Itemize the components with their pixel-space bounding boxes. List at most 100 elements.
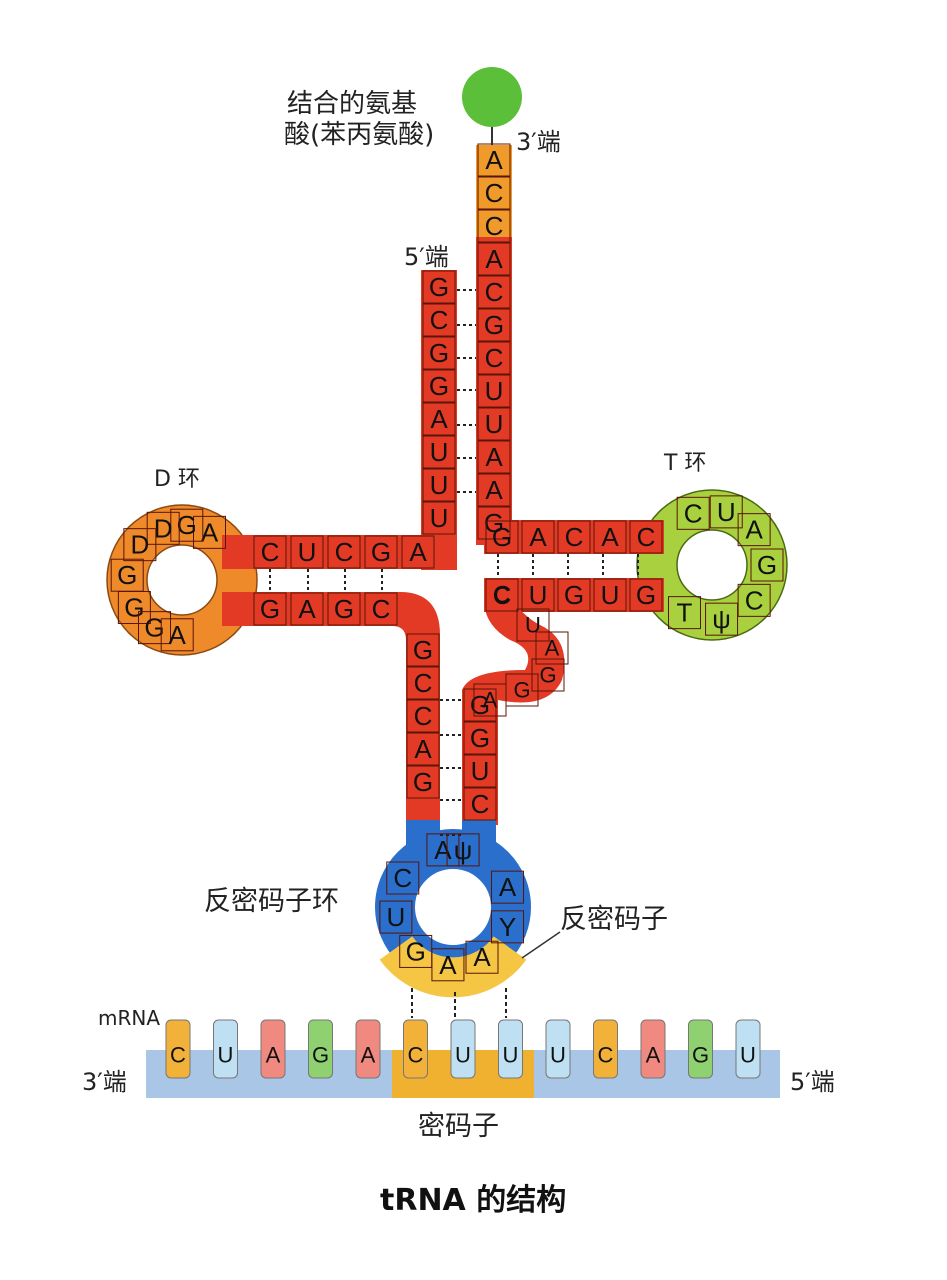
mrna-base-letter: U	[740, 1043, 756, 1068]
anticodon-stem-left-nucleotide: G	[413, 767, 433, 797]
variable-region-cell	[485, 578, 519, 612]
anticodon-stem-left-nucleotide: A	[414, 734, 432, 764]
variable-region-cell	[535, 631, 569, 665]
anticodon-loop-cell	[379, 900, 413, 934]
t-loop-cell	[737, 513, 771, 547]
d-loop-cell	[170, 508, 204, 542]
t-loop-nucleotide: ψ	[712, 604, 731, 634]
acceptor-5prime-nucleotide: U	[430, 503, 449, 533]
t-loop-ring-outline	[636, 489, 788, 641]
acceptor-5prime-nucleotide: C	[430, 305, 449, 335]
variable-region-nucleotide: A	[483, 688, 498, 713]
d-loop-nucleotide: G	[144, 613, 164, 643]
acceptor-3prime-cell	[477, 242, 511, 276]
t-stem-bottom-nucleotide: G	[636, 580, 656, 610]
acceptor-3prime-nucleotide: U	[485, 376, 504, 406]
d-loop-cell	[123, 528, 157, 562]
anticodon-stem-right-nucleotide: G	[470, 723, 490, 753]
anticodon-label: 反密码子	[560, 904, 668, 935]
mrna-five-prime-label: 5′端	[790, 1068, 835, 1096]
t-loop-cell	[709, 495, 743, 529]
t-loop-nucleotide: A	[745, 515, 763, 545]
acceptor-5prime-cell	[422, 369, 456, 403]
acceptor-5prime-nucleotide: A	[430, 404, 448, 434]
d-stem-bottom-nucleotide: A	[298, 594, 316, 624]
d-loop-nucleotide: A	[169, 620, 187, 650]
t-stem-top-cell	[557, 520, 591, 554]
acceptor-3prime-cell	[477, 143, 511, 177]
d-stem-top-strand	[222, 535, 450, 569]
t-stem-bottom-cell	[557, 578, 591, 612]
acceptor-3prime-nucleotide: G	[484, 508, 504, 538]
t-stem-bottom-cell	[593, 578, 627, 612]
anticodon-stem-base-pairs	[440, 699, 462, 836]
t-loop-cell	[705, 602, 739, 636]
d-loop-nucleotide: A	[201, 517, 219, 547]
d-loop-cell	[117, 591, 151, 624]
mrna-base-stick	[403, 1019, 428, 1079]
anticodon-stem-right-cell	[463, 721, 497, 755]
t-loop-cell	[668, 596, 701, 630]
t-stem-top-cell	[593, 520, 627, 554]
d-stem-bottom-nucleotide: C	[372, 594, 391, 624]
d-stem-bottom-cell	[327, 592, 361, 626]
d-stem-top-nucleotide: C	[261, 537, 280, 567]
acceptor-3prime-cell	[477, 209, 511, 243]
acceptor-5prime-strand	[421, 270, 457, 570]
acceptor-end-segment	[476, 145, 512, 237]
anticodon-loop-nucleotide: A	[473, 942, 491, 972]
mrna-base-stick	[688, 1019, 713, 1079]
anticodon-loop-nucleotide: C	[393, 863, 412, 893]
anticodon-loop-label: 反密码子环	[204, 886, 339, 917]
d-stem-top-cell	[401, 535, 435, 569]
anticodon-loop-cell	[426, 833, 460, 867]
t-loop-nucleotide: C	[745, 585, 764, 615]
mrna-base-stick	[355, 1019, 381, 1079]
t-loop-cell	[676, 496, 710, 530]
t-stem-top-strand	[484, 520, 664, 554]
t-loop-nucleotide: C	[684, 498, 703, 528]
mrna-base-stick	[640, 1019, 666, 1079]
acceptor-5prime-nucleotide: G	[429, 371, 449, 401]
d-loop-ring-inner-outline	[146, 544, 218, 616]
acceptor-3prime-nucleotide: A	[485, 442, 503, 472]
d-stem-bottom-cell	[364, 592, 398, 626]
d-stem-top-cell	[364, 535, 398, 569]
mrna-base-letter: A	[646, 1043, 661, 1068]
mrna-label: mRNA	[98, 1006, 160, 1030]
anticodon-loop-cell	[386, 861, 420, 895]
t-loop-label: T 环	[663, 451, 706, 476]
acceptor-3prime-cell	[477, 506, 511, 540]
t-stem-top-nucleotide: A	[601, 522, 619, 552]
acceptor-5prime-cell	[422, 270, 456, 304]
variable-region-nucleotide: G	[513, 678, 530, 703]
acceptor-3prime-nucleotide: A	[485, 145, 503, 175]
mrna-base-letter: U	[218, 1043, 234, 1068]
variable-region-nucleotide: U	[525, 613, 541, 638]
d-loop-cell	[160, 618, 194, 652]
mrna-base-letter: C	[170, 1043, 186, 1068]
t-stem-top-cell	[485, 520, 519, 554]
anticodon-stem-right-cell	[463, 688, 497, 722]
t-loop-cell	[750, 548, 784, 582]
t-stem-top-nucleotide: G	[492, 522, 512, 552]
acceptor-3prime-nucleotide: C	[485, 178, 504, 208]
variable-region-cell	[516, 608, 550, 642]
anticodon-stem-left-cell	[406, 732, 440, 766]
mrna-base-letter: G	[312, 1043, 329, 1068]
mrna-base-stick	[545, 1019, 571, 1079]
five-prime-end-label: 5′端	[404, 243, 449, 271]
d-stem-top-cell	[290, 535, 324, 569]
anticodon-loop-cell	[465, 940, 499, 974]
acceptor-3prime-nucleotide: C	[485, 343, 504, 373]
codon-anticodon-pairs	[411, 988, 507, 1018]
d-loop-ring-outline	[106, 504, 258, 656]
anticodon-stem-left-nucleotide: G	[413, 635, 433, 665]
d-stem-top-nucleotide: A	[409, 537, 427, 567]
mrna-base-stick	[593, 1019, 618, 1079]
acceptor-5prime-nucleotide: U	[430, 470, 449, 500]
mrna-base-stick	[735, 1019, 761, 1079]
mrna-base-stick	[498, 1019, 523, 1079]
acceptor-3prime-cell	[477, 176, 511, 210]
